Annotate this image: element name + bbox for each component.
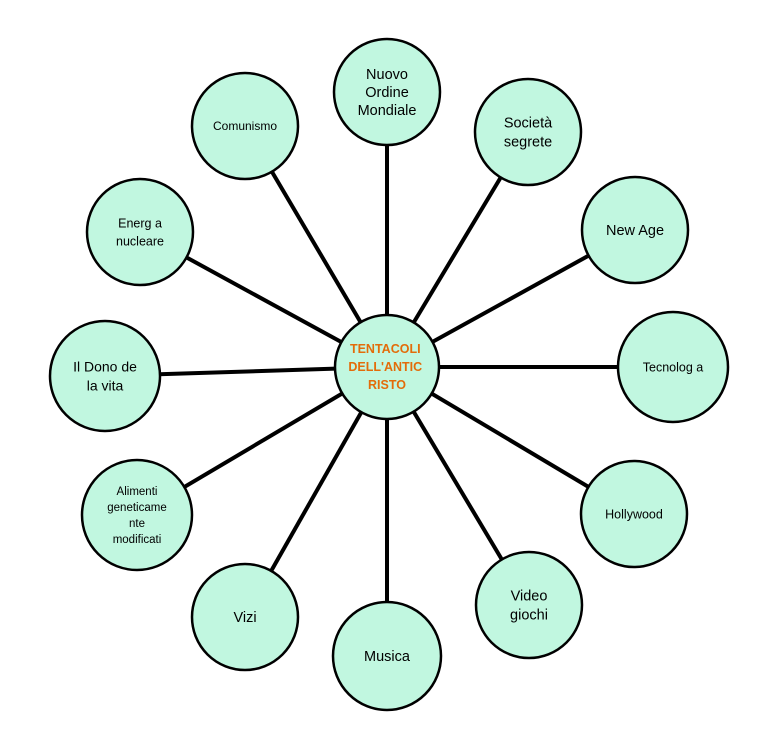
node-musica: Musica (331, 600, 443, 712)
node-circle (474, 550, 584, 660)
node-label: Alimenti geneticame nte modificati (107, 486, 166, 546)
node-alimenti-geneticamente-modificati: Alimenti geneticame nte modificati (80, 458, 194, 572)
node-label-line: New Age (606, 223, 664, 239)
node-label-line: Mondiale (358, 103, 417, 119)
center-node: TENTACOLI DELL'ANTIC RISTO (333, 313, 441, 421)
node-label: Video giochi (510, 589, 548, 624)
node-label: Hollywood (605, 507, 663, 521)
center-node-circle (333, 313, 441, 421)
node-label-line: giochi (510, 608, 548, 624)
node-label-line: Società (504, 116, 553, 132)
node-circle (80, 458, 194, 572)
node-label-line: geneticame (107, 502, 166, 514)
center-label-line: RISTO (368, 378, 406, 392)
node-vizi: Vizi (190, 562, 300, 672)
node-label-line: Nuovo (366, 67, 408, 83)
node-circle (332, 37, 442, 147)
node-label-line: Musica (364, 649, 411, 665)
node-label-line: Tecnolog a (643, 360, 704, 374)
node-il-dono-della-vita: Il Dono de la vita (48, 319, 162, 433)
center-label: TENTACOLI DELL'ANTIC RISTO (348, 342, 425, 392)
node-label: Vizi (233, 610, 256, 626)
node-circle (48, 319, 162, 433)
node-video-giochi: Video giochi (474, 550, 584, 660)
node-label-line: nte (129, 518, 145, 530)
node-label-line: Alimenti (117, 486, 158, 498)
node-label-line: Ordine (365, 85, 409, 101)
node-label-line: nucleare (116, 234, 164, 248)
center-label-line: DELL'ANTIC (348, 360, 422, 374)
node-energia-nucleare: Energ a nucleare (85, 177, 195, 287)
node-label: Comunismo (213, 119, 277, 133)
node-label: Energ a nucleare (116, 216, 164, 248)
node-label-line: modificati (113, 534, 162, 546)
node-label-line: Vizi (233, 610, 256, 626)
node-circle (85, 177, 195, 287)
center-label-line: TENTACOLI (350, 342, 421, 356)
node-circle (616, 310, 730, 424)
node-label: Società segrete (504, 116, 553, 151)
node-new-age: New Age (580, 175, 690, 285)
node-label-line: Video (511, 589, 548, 605)
node-circle (190, 71, 300, 181)
node-label: New Age (606, 223, 664, 239)
node-circle (580, 175, 690, 285)
node-label: Musica (364, 649, 411, 665)
node-circle (473, 77, 583, 187)
node-label: Il Dono de la vita (73, 358, 137, 393)
node-circle (331, 600, 443, 712)
node-tecnologia: Tecnolog a (616, 310, 730, 424)
node-circle (579, 459, 689, 569)
node-label-line: Energ a (118, 216, 162, 230)
node-circle (190, 562, 300, 672)
node-societa-segrete: Società segrete (473, 77, 583, 187)
node-hollywood: Hollywood (579, 459, 689, 569)
node-label-line: segrete (504, 135, 552, 151)
node-label-line: Hollywood (605, 507, 663, 521)
node-label: Tecnolog a (643, 360, 704, 374)
node-label-line: Comunismo (213, 119, 277, 133)
node-label-line: Il Dono de (73, 358, 137, 374)
node-label-line: la vita (87, 377, 124, 393)
node-comunismo: Comunismo (190, 71, 300, 181)
